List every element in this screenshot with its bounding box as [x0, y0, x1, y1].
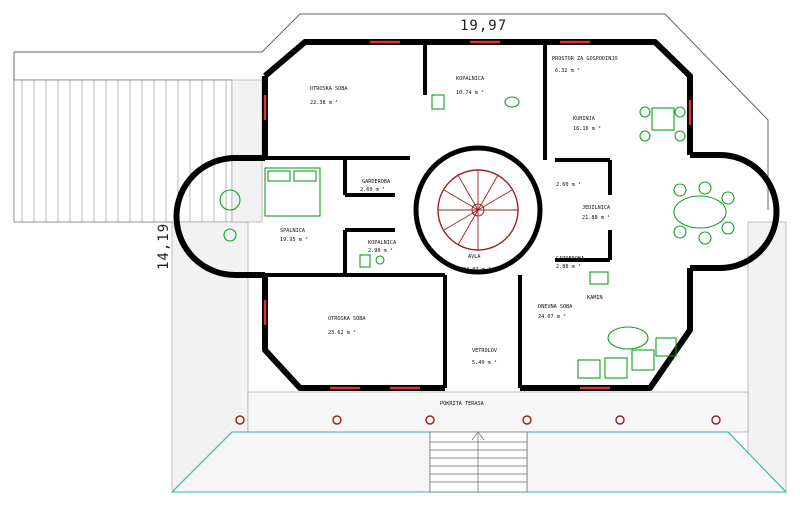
furniture	[219, 94, 735, 379]
room-area: 2.60 m ²	[360, 187, 385, 193]
room-name: GARDEROBA	[362, 179, 391, 185]
room-name: DNEVNA SOBA	[538, 304, 573, 310]
room-name: OTROSKA SOBA	[328, 316, 366, 322]
room-area: 6.32 m ²	[555, 68, 580, 74]
room-area: 24.07 m ²	[538, 314, 566, 320]
room-name: VETROLOV	[472, 348, 497, 354]
width-dimension: 19,97	[460, 18, 507, 34]
room-area: 22.38 m ²	[310, 100, 338, 106]
room-area: 2.88 m ²	[556, 264, 581, 270]
spiral-staircase	[413, 145, 543, 275]
room-area: 10.74 m ²	[456, 90, 484, 96]
site-outline	[13, 13, 769, 223]
room-name: PROSTOR ZA GOSPODINJO	[552, 56, 618, 62]
room-name: JEDILNICA	[582, 205, 611, 211]
windows	[263, 40, 692, 390]
room-name: SPALNICA	[280, 228, 306, 234]
room-area: 16.16 m ²	[573, 126, 601, 132]
room-name: KUHINJA	[573, 116, 596, 122]
room-area: 21.88 m ²	[582, 215, 610, 221]
room-name: OTROSKA SOBA	[310, 86, 348, 92]
room-area: 24.01 m ²	[463, 267, 491, 273]
room-area: 23.62 m ²	[328, 330, 356, 336]
room-name: GARDEROBA	[556, 256, 585, 262]
terrace-columns	[235, 415, 721, 425]
height-dimension: 14,19	[156, 223, 172, 270]
room-name: KOPALNICA	[368, 240, 397, 246]
room-area: 19.95 m ²	[280, 237, 308, 243]
terrace-hatch	[170, 79, 788, 493]
terrace-label: POKRITA TERASA	[440, 401, 485, 407]
room-labels: OTROSKA SOBA 22.38 m ² KOPALNICA 10.74 m…	[280, 56, 618, 407]
entry-stairs	[429, 431, 528, 493]
room-name: AVLA	[468, 254, 481, 260]
room-name: KAMIN	[587, 295, 603, 301]
room-area: 2.60 m ²	[556, 182, 581, 188]
room-area: 2.90 m ²	[368, 248, 393, 254]
room-name: KOPALNICA	[456, 76, 485, 82]
room-area: 5.49 m ²	[472, 360, 497, 366]
